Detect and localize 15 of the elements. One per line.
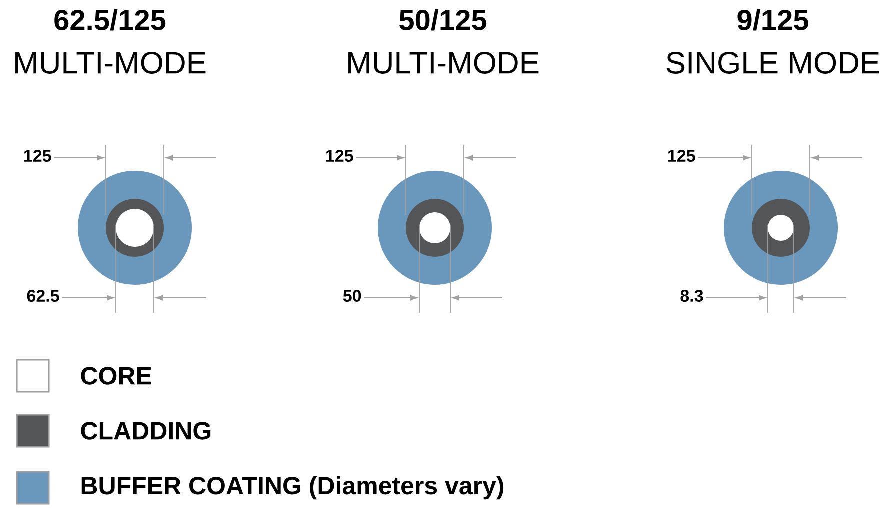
dimension-label: 125 bbox=[668, 150, 696, 162]
fiber-size-heading: 9/125 bbox=[738, 9, 808, 31]
fiber-mode-label: MULTI-MODE bbox=[16, 52, 206, 74]
fiber-mode-label: SINGLE MODE bbox=[666, 52, 880, 74]
legend-label: CLADDING bbox=[81, 422, 211, 440]
dimension-label: 8.3 bbox=[680, 290, 704, 302]
dimension-label: 62.5 bbox=[27, 290, 60, 302]
dimension-label: 125 bbox=[326, 150, 354, 162]
legend-label: CORE bbox=[81, 367, 152, 385]
fiber-size-heading: 62.5/125 bbox=[54, 9, 166, 31]
dimension-label: 50 bbox=[343, 290, 362, 302]
fiber-size-heading: 50/125 bbox=[400, 9, 487, 31]
legend-label: BUFFER COATING (Diameters vary) bbox=[82, 476, 504, 500]
fiber-mode-label: MULTI-MODE bbox=[348, 52, 539, 74]
dimension-label: 125 bbox=[24, 150, 52, 162]
